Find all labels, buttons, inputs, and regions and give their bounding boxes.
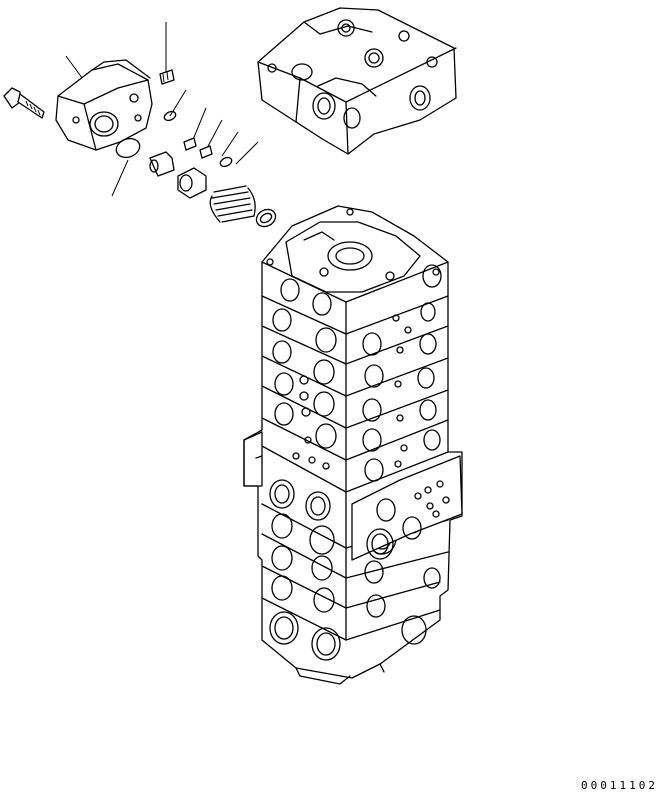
- control-valve-stack: [243, 205, 463, 685]
- ring-seal: [255, 208, 277, 228]
- drawing-reference-code: 00011102: [581, 779, 658, 792]
- mid-flange-block: [351, 455, 463, 561]
- plug-screw: [159, 69, 175, 85]
- o-rings: [115, 110, 233, 168]
- mounting-bolt: [3, 87, 45, 119]
- left-face-ports: [269, 278, 341, 661]
- left-side-bracket: [243, 431, 263, 487]
- top-cover: [257, 7, 457, 155]
- end-cover: [55, 59, 153, 151]
- valve-spring: [209, 185, 256, 223]
- small-plugs: [183, 137, 213, 159]
- right-face-ports: [362, 264, 442, 645]
- valve-spool: [149, 151, 175, 177]
- valve-sleeve: [177, 167, 207, 199]
